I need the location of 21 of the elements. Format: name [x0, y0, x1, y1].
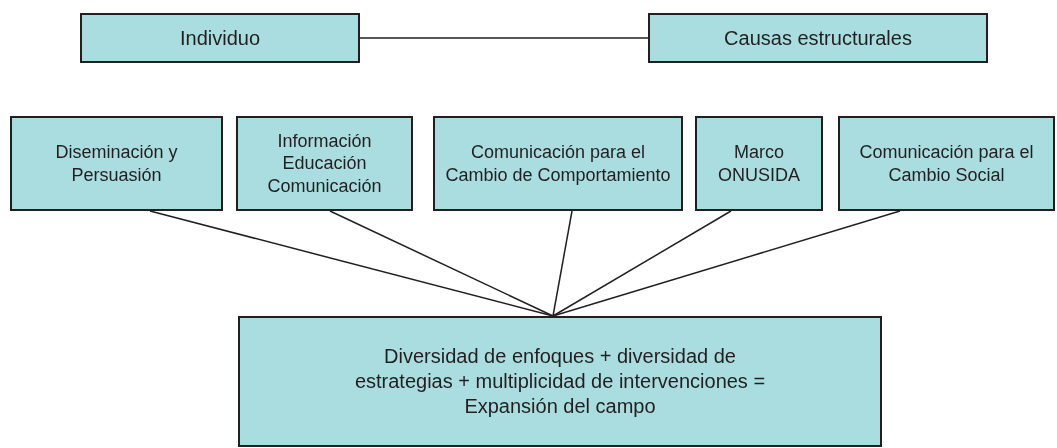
process-box	[236, 116, 413, 211]
connector-line	[552, 210, 573, 317]
process-box	[838, 116, 1055, 211]
box-text: Información Educación Comunicación	[266, 129, 383, 198]
box-text: Diversidad de enfoques + diversidad de estrategias + multiplicidad de intervenciones = Expansión del campo	[353, 344, 767, 419]
process-box	[695, 116, 823, 211]
box-text: Diseminación y Persuasión	[54, 141, 179, 186]
process-box	[238, 316, 882, 447]
box-text: Individuo	[179, 25, 261, 51]
process-box	[80, 13, 360, 63]
connector-line	[552, 210, 732, 317]
process-box	[433, 116, 683, 211]
process-box	[648, 13, 988, 63]
connector-line	[329, 210, 554, 317]
connector-line	[359, 37, 649, 39]
box-text: Marco ONUSIDA	[717, 141, 801, 186]
process-box	[10, 116, 223, 211]
connector-line	[552, 210, 901, 317]
box-text: Causas estructurales	[724, 25, 912, 51]
box-text: Comunicación para el Cambio Social	[858, 141, 1035, 186]
box-text: Comunicación para el Cambio de Comportamiento	[444, 141, 672, 186]
